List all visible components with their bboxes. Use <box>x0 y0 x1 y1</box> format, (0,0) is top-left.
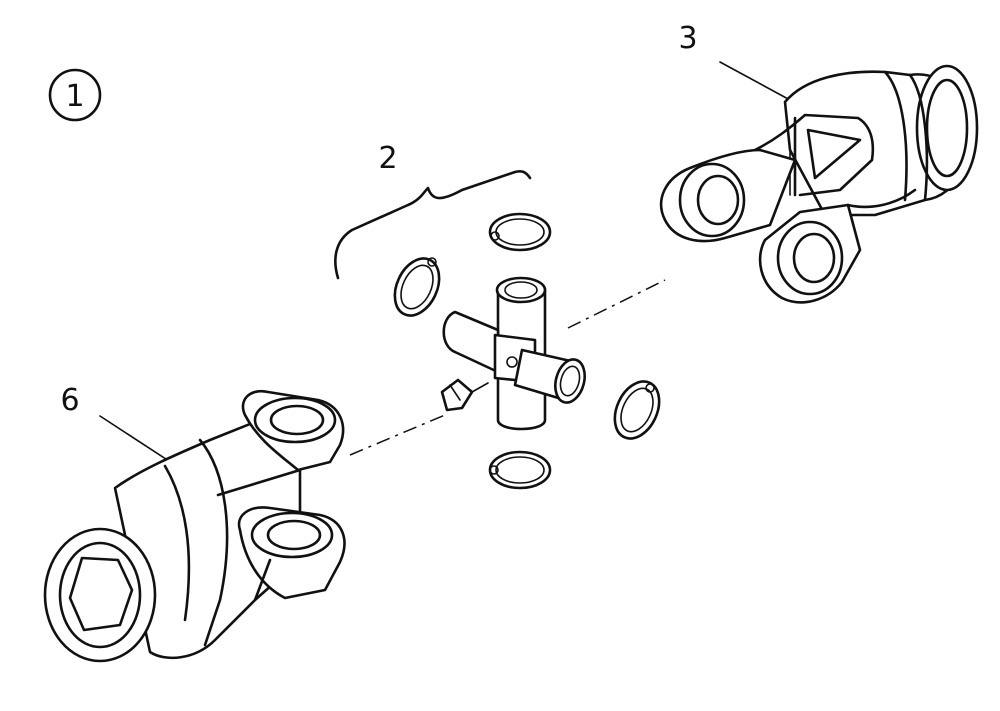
grease-nipple <box>440 378 489 412</box>
outer-yoke <box>659 64 979 304</box>
callout-label-outer-yoke: 3 <box>678 21 697 56</box>
circlip-left <box>393 257 441 317</box>
axis-line-right <box>567 279 666 329</box>
crossjoint-group-bracket <box>334 169 532 280</box>
inner-yoke <box>43 389 346 663</box>
callout-label-crossjoint: 2 <box>378 141 397 176</box>
figure-number: 1 <box>65 79 84 114</box>
circlip-bottom <box>488 450 552 490</box>
axis-line-left <box>349 414 446 456</box>
callout-label-inner-yoke: 6 <box>60 383 79 418</box>
crossjoint-kit <box>393 212 661 490</box>
figure-number-badge: 1 <box>48 68 102 122</box>
hex-bore <box>68 556 134 632</box>
universal-joint-cross <box>442 276 586 431</box>
circlip-top <box>488 212 552 252</box>
circlip-right <box>613 380 661 440</box>
